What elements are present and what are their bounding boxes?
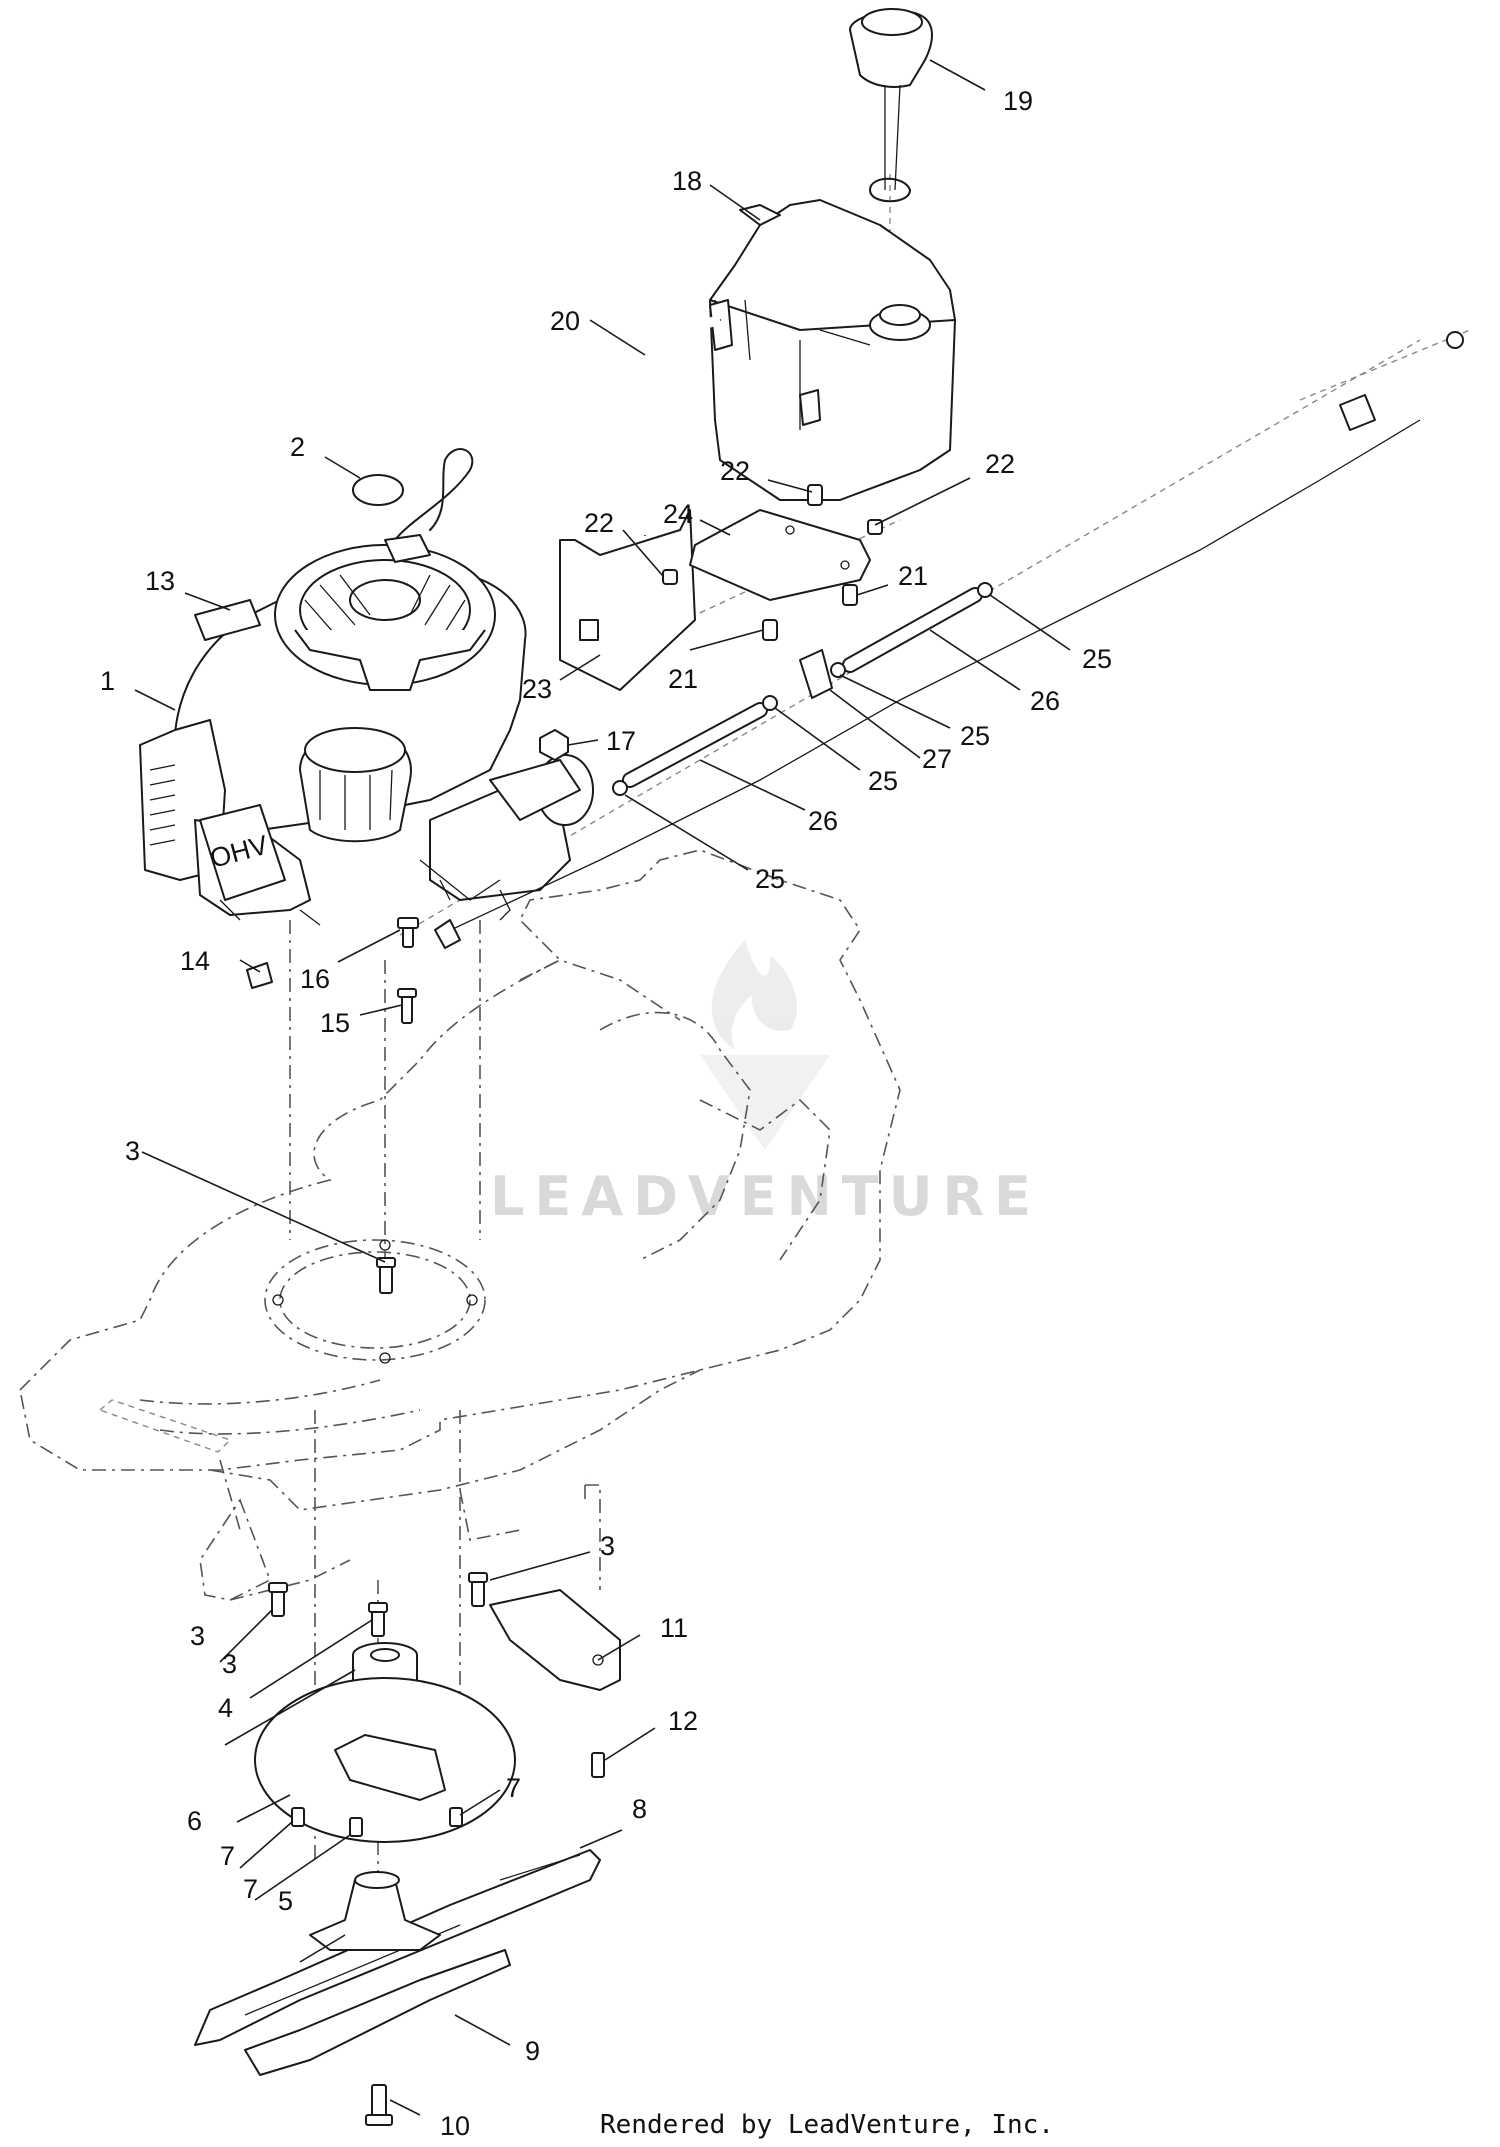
- callout-11: 11: [660, 1613, 688, 1643]
- callout-labels: 1 2 3 3 3 3 4 5 6 7 7 7 8 9 10 11 12 13 …: [100, 86, 1112, 2141]
- callout-2: 2: [290, 432, 305, 462]
- engine-bolts: [397, 729, 569, 1024]
- callout-9: 9: [525, 2036, 540, 2066]
- callout-22: 22: [584, 508, 614, 538]
- callout-25: 25: [755, 864, 785, 894]
- callout-3: 3: [125, 1136, 140, 1166]
- callout-24: 24: [663, 499, 693, 529]
- fuel-cap: [849, 8, 933, 203]
- callout-3: 3: [222, 1649, 237, 1679]
- callout-17: 17: [606, 726, 636, 756]
- mower-deck: [19, 849, 901, 1601]
- decal-13: [194, 599, 261, 641]
- callout-26: 26: [1030, 686, 1060, 716]
- callout-23: 23: [522, 674, 552, 704]
- callout-1: 1: [100, 666, 115, 696]
- callout-21: 21: [898, 561, 928, 591]
- callout-19: 19: [1003, 86, 1033, 116]
- watermark-text: LEADVENTURE: [490, 1165, 1041, 1228]
- engine: OHV: [139, 331, 1464, 949]
- callout-25: 25: [868, 766, 898, 796]
- flame-logo-icon: [700, 940, 830, 1150]
- callout-10: 10: [440, 2111, 470, 2141]
- callout-25: 25: [1082, 644, 1112, 674]
- callout-3: 3: [600, 1531, 615, 1561]
- callout-6: 6: [187, 1806, 202, 1836]
- deck-logo: [98, 1399, 232, 1453]
- fuel-lines: [612, 582, 993, 796]
- decal-14: [246, 962, 273, 989]
- cap-2: [352, 474, 404, 506]
- callout-16: 16: [300, 964, 330, 994]
- blade-assembly: [194, 1257, 621, 2126]
- callout-27: 27: [922, 744, 952, 774]
- callout-21: 21: [668, 664, 698, 694]
- callout-4: 4: [218, 1693, 233, 1723]
- callout-7: 7: [506, 1773, 521, 1803]
- callout-8: 8: [632, 1794, 647, 1824]
- callout-7: 7: [243, 1874, 258, 1904]
- callout-26: 26: [808, 806, 838, 836]
- callout-20: 20: [550, 306, 580, 336]
- fuel-tank: [709, 199, 956, 501]
- watermark: LEADVENTURE: [490, 940, 1041, 1228]
- callout-13: 13: [145, 566, 175, 596]
- callout-15: 15: [320, 1008, 350, 1038]
- callout-18: 18: [672, 166, 702, 196]
- callout-14: 14: [180, 946, 210, 976]
- callout-12: 12: [668, 1706, 698, 1736]
- render-credit: Rendered by LeadVenture, Inc.: [600, 2110, 1054, 2140]
- callout-5: 5: [278, 1886, 293, 1916]
- brackets: [559, 509, 871, 691]
- callout-3: 3: [190, 1621, 205, 1651]
- callout-25: 25: [960, 721, 990, 751]
- callout-7: 7: [220, 1841, 235, 1871]
- leader-lines: [134, 59, 1071, 2116]
- callout-22: 22: [985, 449, 1015, 479]
- callout-22: 22: [720, 456, 750, 486]
- vent-hose-inner: [640, 315, 722, 535]
